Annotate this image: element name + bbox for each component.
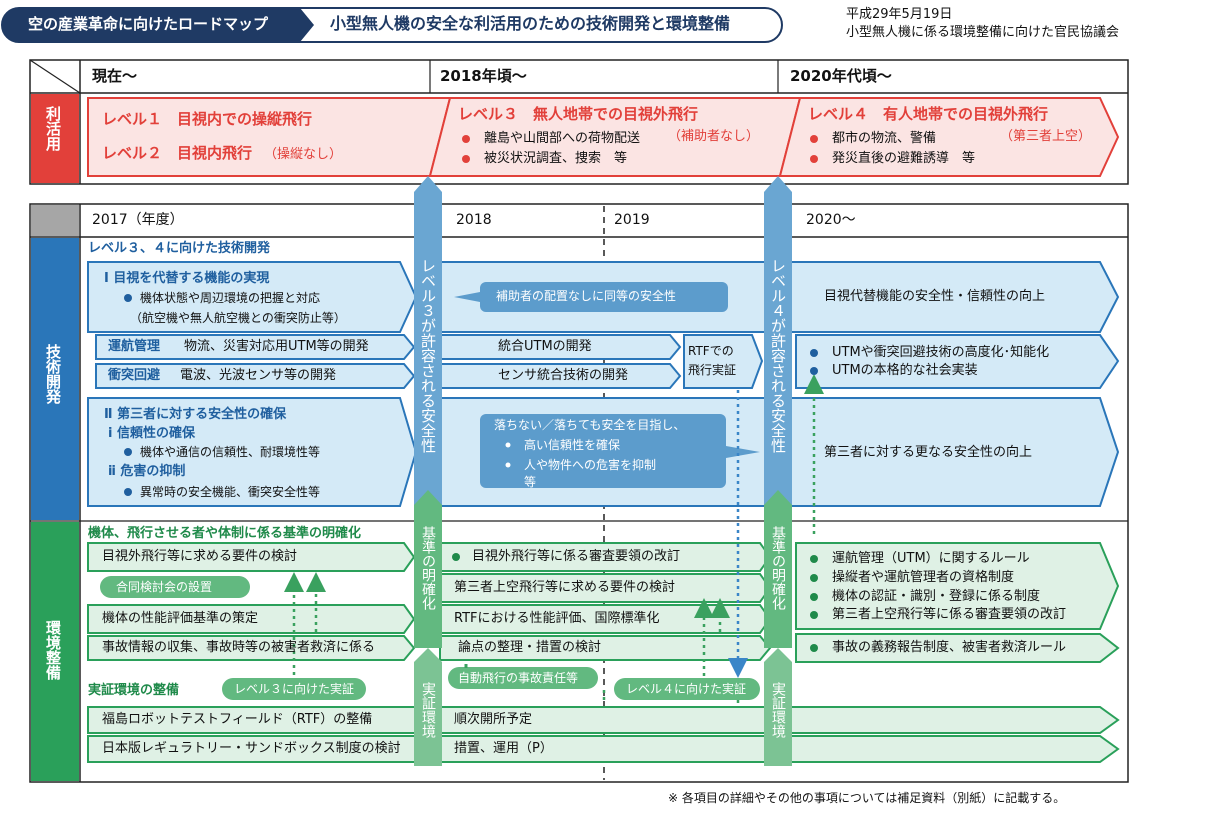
- pillar-kijun-lv3: [414, 490, 442, 648]
- env-right-4: 第三者上空飛行等に係る審査要領の改訂: [832, 607, 1067, 622]
- env-r4-mid: 論点の整理・措置の検討: [458, 640, 602, 655]
- env-r4-left: 事故情報の収集、事故時等の被害者救済に係る: [102, 640, 376, 655]
- pillar-kijun-lv3-text: 基準の明確化: [420, 526, 436, 610]
- pillar-lv3-text: レベル３が許容される安全性: [419, 258, 437, 453]
- pill-lv3-demo: レベル３に向けた実証: [234, 682, 355, 696]
- header-org: 小型無人機に係る環境整備に向けた官民協議会: [846, 25, 1120, 40]
- s1-callout-box: [480, 282, 728, 312]
- level4-note: （第三者上空）: [1000, 129, 1092, 144]
- usage-row-label: 利活用: [44, 106, 62, 151]
- s2-sub-ii-bullet: 異常時の安全機能、衝突安全性等: [140, 485, 321, 499]
- utm-label: 運航管理: [108, 339, 161, 354]
- env-right-1: 運航管理（UTM）に関するルール: [832, 551, 1030, 566]
- pill-liability: 自動飛行の事故責任等: [458, 671, 579, 685]
- tech-row-label: 技術開発: [44, 344, 62, 404]
- pillar-jissho-lv3: [414, 648, 442, 766]
- level4-label: レベル４ 有人地帯での目視外飛行: [808, 105, 1049, 123]
- level3-bullet-1: 離島や山間部への荷物配送: [484, 131, 641, 146]
- env-right-2: 操縦者や運航管理者の資格制度: [832, 570, 1015, 585]
- env-r3-left: 機体の性能評価基準の策定: [102, 611, 259, 626]
- s2-callout-line-2: 高い信頼性を確保: [524, 438, 621, 452]
- s2-callout-line-3: 人や物件への危害を抑制: [524, 458, 657, 472]
- avoid-label: 衝突回避: [108, 368, 161, 383]
- level4-bullet-2: 発災直後の避難誘導 等: [832, 151, 976, 166]
- pillar-lv4-safety: [764, 176, 792, 505]
- level3-bullet-2: 被災状況調査、捜索 等: [484, 151, 628, 166]
- sandbox-mid: 措置、運用（P）: [454, 741, 553, 756]
- col-2020: 2020年代頃～: [790, 67, 892, 85]
- year-2020: 2020～: [806, 212, 856, 228]
- s2-callout-line-4: 等: [524, 475, 537, 489]
- corner-diagonal: [29, 59, 81, 94]
- pillar-kijun-lv4-text: 基準の明確化: [770, 526, 786, 610]
- col-2018: 2018年頃～: [440, 67, 527, 85]
- level2-note: （操縦なし）: [264, 147, 343, 162]
- pillar-lv3-safety: [414, 176, 442, 505]
- avoid-mid: センサ統合技術の開発: [498, 368, 629, 383]
- env-r3-mid: RTFにおける性能評価、国際標準化: [454, 611, 660, 626]
- utm-mid: 統合UTMの開発: [498, 339, 592, 354]
- header-title-pill: [2, 8, 314, 42]
- s2-sub-ii: ⅱ 危害の抑制: [108, 464, 186, 479]
- s2-sub-i-bullet: 機体や通信の信頼性、耐環境性等: [140, 445, 321, 459]
- utm-right-2: UTMの本格的な社会実装: [832, 363, 978, 378]
- level4-band: [778, 97, 1120, 177]
- level1-label: レベル１ 目視内での操縦飛行: [102, 110, 313, 128]
- env-right-3: 機体の認証・識別・登録に係る制度: [832, 589, 1041, 604]
- env-row-header: [31, 522, 79, 781]
- s2-callout-line-1: 落ちない／落ちても安全を目指し、: [494, 418, 686, 432]
- pillar-jissho-lv4-text: 実証環境: [770, 682, 786, 738]
- env-r1-left: 目視外飛行等に求める要件の検討: [102, 549, 298, 564]
- s1-bullet: 機体状態や周辺環境の把握と対応: [140, 291, 321, 305]
- level3-label: レベル３ 無人地帯での目視外飛行: [458, 105, 699, 123]
- demo-title: 実証環境の整備: [88, 683, 180, 698]
- year-2019: 2019: [614, 212, 650, 228]
- s2-title: Ⅱ 第三者に対する安全性の確保: [104, 407, 287, 422]
- footnote: ※ 各項目の詳細やその他の事項については補足資料（別紙）に記載する。: [668, 791, 1066, 805]
- tech-row-header: [31, 238, 79, 520]
- utm-text: 物流、災害対応用UTM等の開発: [184, 339, 369, 354]
- pillar-jissho-lv3-text: 実証環境: [420, 682, 436, 738]
- pillar-kijun-lv4: [764, 490, 792, 648]
- year-2017: 2017（年度）: [92, 212, 184, 228]
- s1-bullet-sub: （航空機や無人航空機との衝突防止等）: [130, 311, 346, 325]
- col-now: 現在～: [92, 67, 138, 85]
- usage-row-header: [31, 94, 79, 183]
- avoid-text: 電波、光波センサ等の開発: [180, 368, 337, 383]
- header-date: 平成29年5月19日: [846, 7, 953, 22]
- pill-lv4-demo: レベル４に向けた実証: [626, 682, 747, 696]
- pillar-lv4-text: レベル４が許容される安全性: [769, 258, 787, 453]
- pill-joint: 合同検討会の設置: [116, 580, 213, 594]
- s1-title: Ⅰ 目視を代替する機能の実現: [104, 271, 270, 286]
- rtf-line-2: 飛行実証: [688, 363, 737, 377]
- level2-label: レベル２ 目視内飛行: [102, 144, 253, 162]
- env-right-last: 事故の義務報告制度、被害者救済ルール: [832, 640, 1067, 655]
- pillar-jissho-lv4: [764, 648, 792, 766]
- env-section-title: 機体、飛行させる者や体制に係る基準の明確化: [88, 526, 362, 541]
- year-2018: 2018: [456, 212, 492, 228]
- header-subtitle: 小型無人機の安全な利活用のための技術開発と環境整備: [330, 14, 731, 33]
- rtf-build: 福島ロボットテストフィールド（RTF）の整備: [102, 712, 373, 727]
- rtf-line-1: RTFでの: [688, 344, 734, 358]
- timeline-corner: [31, 205, 79, 236]
- header-title: 空の産業革命に向けたロードマップ: [28, 15, 269, 33]
- env-r1-mid: 目視外飛行等に係る審査要領の改訂: [472, 549, 681, 564]
- s2-sub-i: ⅰ 信頼性の確保: [108, 426, 195, 441]
- level4-bullet-1: 都市の物流、警備: [832, 131, 937, 146]
- sandbox: 日本版レギュラトリー・サンドボックス制度の検討: [102, 741, 401, 756]
- utm-right-1: UTMや衝突回避技術の高度化･知能化: [832, 345, 1050, 360]
- s2-callout-box: [480, 414, 726, 488]
- s1-right: 目視代替機能の安全性・信頼性の向上: [824, 289, 1046, 304]
- s1-callout-text: 補助者の配置なしに同等の安全性: [496, 289, 677, 303]
- env-r2-mid: 第三者上空飛行等に求める要件の検討: [454, 580, 676, 595]
- env-row-label: 環境整備: [44, 620, 62, 680]
- rtf-build-mid: 順次開所予定: [454, 712, 533, 727]
- tech-section-title: レベル３、４に向けた技術開発: [88, 241, 271, 256]
- level3-note: （補助者なし）: [668, 129, 760, 144]
- s2-right: 第三者に対する更なる安全性の向上: [824, 445, 1033, 460]
